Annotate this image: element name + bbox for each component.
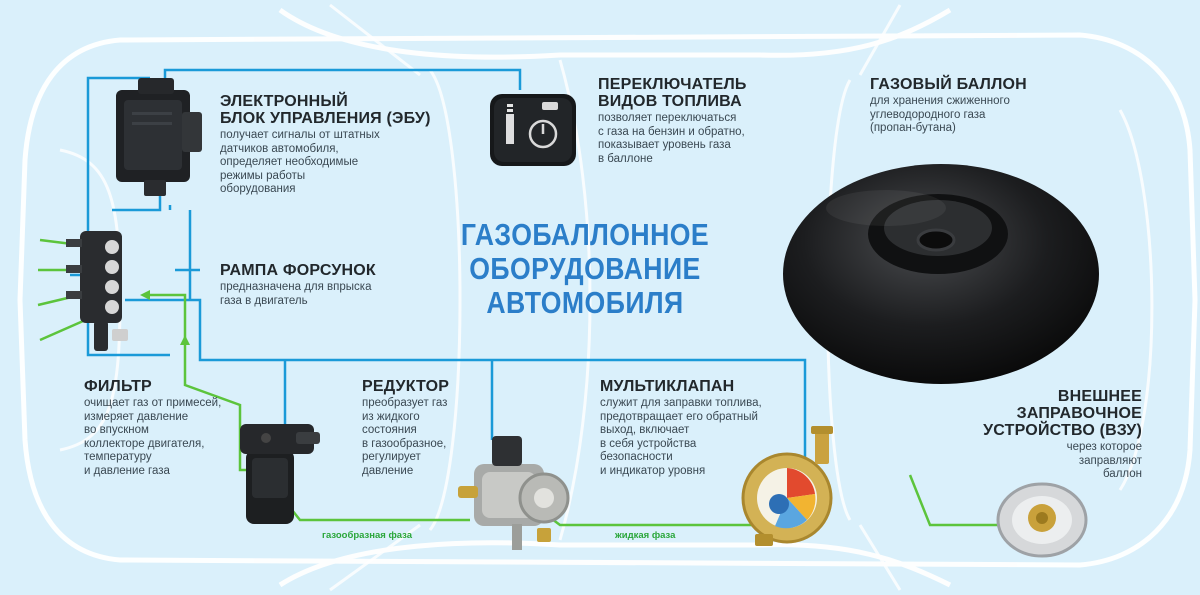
filler-title-line: УСТРОЙСТВО (ВЗУ) [983, 422, 1142, 439]
reducer-desc-line: преобразует газ [362, 397, 448, 409]
gas-tank-description: для хранения сжиженного углеводородного … [870, 95, 1070, 136]
fuel-switch-desc-line: в баллоне [598, 152, 653, 165]
fuel-switch-desc-line: показывает уровень газа [598, 139, 731, 151]
filter-desc-line: очищает газ от примесей, [84, 397, 222, 409]
reducer-title-line: РЕДУКТОР [362, 378, 450, 395]
reducer-description: преобразует газ из жидкого состояния в г… [362, 397, 492, 478]
fuel-switch-desc-line: с газа на бензин и обратно, [598, 125, 745, 138]
gas-tank-icon [783, 164, 1099, 384]
injector-rail-desc-line: газа в двигатель [220, 294, 308, 307]
main-title-line: ОБОРУДОВАНИЕ [469, 251, 701, 286]
filter-title: ФИЛЬТР [84, 378, 254, 395]
reducer-desc-line: регулирует [362, 451, 421, 463]
reducer-label: РЕДУКТОР преобразует газ из жидкого сост… [362, 378, 492, 478]
fuel-switch-icon [490, 94, 576, 166]
fuel-switch-label: ПЕРЕКЛЮЧАТЕЛЬ ВИДОВ ТОПЛИВА позволяет пе… [598, 76, 808, 166]
fuel-switch-title-line: ВИДОВ ТОПЛИВА [598, 93, 742, 110]
ecu-title-line: ЭЛЕКТРОННЫЙ [220, 93, 348, 110]
filler-label: ВНЕШНЕЕ ЗАПРАВОЧНОЕ УСТРОЙСТВО (ВЗУ) чер… [980, 388, 1142, 482]
filler-desc-line: баллон [1102, 468, 1142, 480]
multivalve-description: служит для заправки топлива, предотвраща… [600, 397, 810, 478]
gas-tank-title-line: ГАЗОВЫЙ БАЛЛОН [870, 76, 1027, 93]
reducer-desc-line: состояния [362, 424, 417, 436]
filler-icon [996, 482, 1088, 558]
injector-rail-title-line: РАМПА ФОРСУНОК [220, 262, 376, 279]
filter-icon [240, 424, 320, 524]
fuel-switch-description: позволяет переключаться с газа на бензин… [598, 112, 808, 166]
ecu-desc-line: датчиков автомобиля, [220, 142, 339, 155]
gas-phase-label: газообразная фаза [322, 530, 413, 541]
multivalve-label: МУЛЬТИКЛАПАН служит для заправки топлива… [600, 378, 810, 478]
multivalve-desc-line: и индикатор уровня [600, 464, 706, 477]
fuel-switch-title-line: ПЕРЕКЛЮЧАТЕЛЬ [598, 76, 747, 93]
multivalve-desc-line: предотвращает его обратный [600, 410, 758, 423]
ecu-desc-line: режимы работы [220, 169, 306, 182]
gas-tank-desc-line: для хранения сжиженного [870, 95, 1010, 107]
filter-desc-line: измеряет давление [84, 410, 189, 423]
multivalve-icon [741, 426, 833, 546]
filler-description: через которое заправляют баллон [980, 441, 1142, 482]
ecu-desc-line: определяет необходимые [220, 156, 359, 168]
ecu-title-line: БЛОК УПРАВЛЕНИЯ (ЭБУ) [220, 110, 431, 127]
injector-rail-label: РАМПА ФОРСУНОК предназначена для впрыска… [220, 262, 440, 308]
gas-tank-desc-line: (пропан-бутана) [870, 122, 956, 134]
filter-title-line: ФИЛЬТР [84, 378, 152, 395]
ecu-label: ЭЛЕКТРОННЫЙ БЛОК УПРАВЛЕНИЯ (ЭБУ) получа… [220, 93, 460, 197]
reducer-title: РЕДУКТОР [362, 378, 492, 395]
filter-desc-line: коллекторе двигателя, [84, 437, 205, 450]
injector-rail-icon [66, 231, 128, 351]
reducer-desc-line: давление [362, 464, 414, 477]
ecu-description: получает сигналы от штатных датчиков авт… [220, 129, 460, 197]
reducer-icon [458, 436, 570, 550]
gas-tank-label: ГАЗОВЫЙ БАЛЛОН для хранения сжиженного у… [870, 76, 1070, 136]
multivalve-desc-line: выход, включает [600, 424, 690, 436]
filter-desc-line: и давление газа [84, 464, 170, 477]
filler-title: ВНЕШНЕЕ ЗАПРАВОЧНОЕ УСТРОЙСТВО (ВЗУ) [980, 388, 1142, 439]
filler-title-line: ВНЕШНЕЕ [1057, 388, 1142, 405]
ecu-device-icon [116, 78, 202, 196]
multivalve-desc-line: в себя устройства [600, 437, 697, 450]
injector-rail-description: предназначена для впрыска газа в двигате… [220, 281, 440, 308]
signal-wires [70, 68, 807, 460]
main-title-line: ГАЗОБАЛЛОННОЕ [460, 217, 710, 252]
filler-desc-line: заправляют [1078, 454, 1142, 467]
injector-rail-desc-line: предназначена для впрыска [220, 281, 372, 293]
fuel-switch-desc-line: позволяет переключаться [598, 112, 737, 124]
injector-rail-title: РАМПА ФОРСУНОК [220, 262, 440, 279]
multivalve-desc-line: служит для заправки топлива, [600, 397, 762, 409]
gas-tank-title: ГАЗОВЫЙ БАЛЛОН [870, 76, 1070, 93]
reducer-desc-line: в газообразное, [362, 437, 447, 450]
gas-tank-desc-line: углеводородного газа [870, 108, 986, 121]
multivalve-title: МУЛЬТИКЛАПАН [600, 378, 810, 395]
filter-desc-line: во впускном [84, 424, 149, 436]
multivalve-title-line: МУЛЬТИКЛАПАН [600, 378, 735, 395]
filter-label: ФИЛЬТР очищает газ от примесей, измеряет… [84, 378, 254, 478]
main-title-line: АВТОМОБИЛЯ [486, 285, 684, 320]
filter-desc-line: температуру [84, 451, 152, 463]
multivalve-desc-line: безопасности [600, 451, 673, 463]
filter-description: очищает газ от примесей, измеряет давлен… [84, 397, 254, 478]
filler-desc-line: через которое [1066, 441, 1142, 453]
reducer-desc-line: из жидкого [362, 410, 420, 423]
ecu-title: ЭЛЕКТРОННЫЙ БЛОК УПРАВЛЕНИЯ (ЭБУ) [220, 93, 460, 127]
ecu-desc-line: получает сигналы от штатных [220, 129, 380, 141]
fuel-switch-title: ПЕРЕКЛЮЧАТЕЛЬ ВИДОВ ТОПЛИВА [598, 76, 808, 110]
filler-title-line: ЗАПРАВОЧНОЕ [1016, 405, 1142, 422]
main-title: ГАЗОБАЛЛОННОЕ ОБОРУДОВАНИЕ АВТОМОБИЛЯ [452, 218, 719, 320]
liquid-phase-label: жидкая фаза [615, 530, 676, 541]
ecu-desc-line: оборудования [220, 183, 296, 195]
